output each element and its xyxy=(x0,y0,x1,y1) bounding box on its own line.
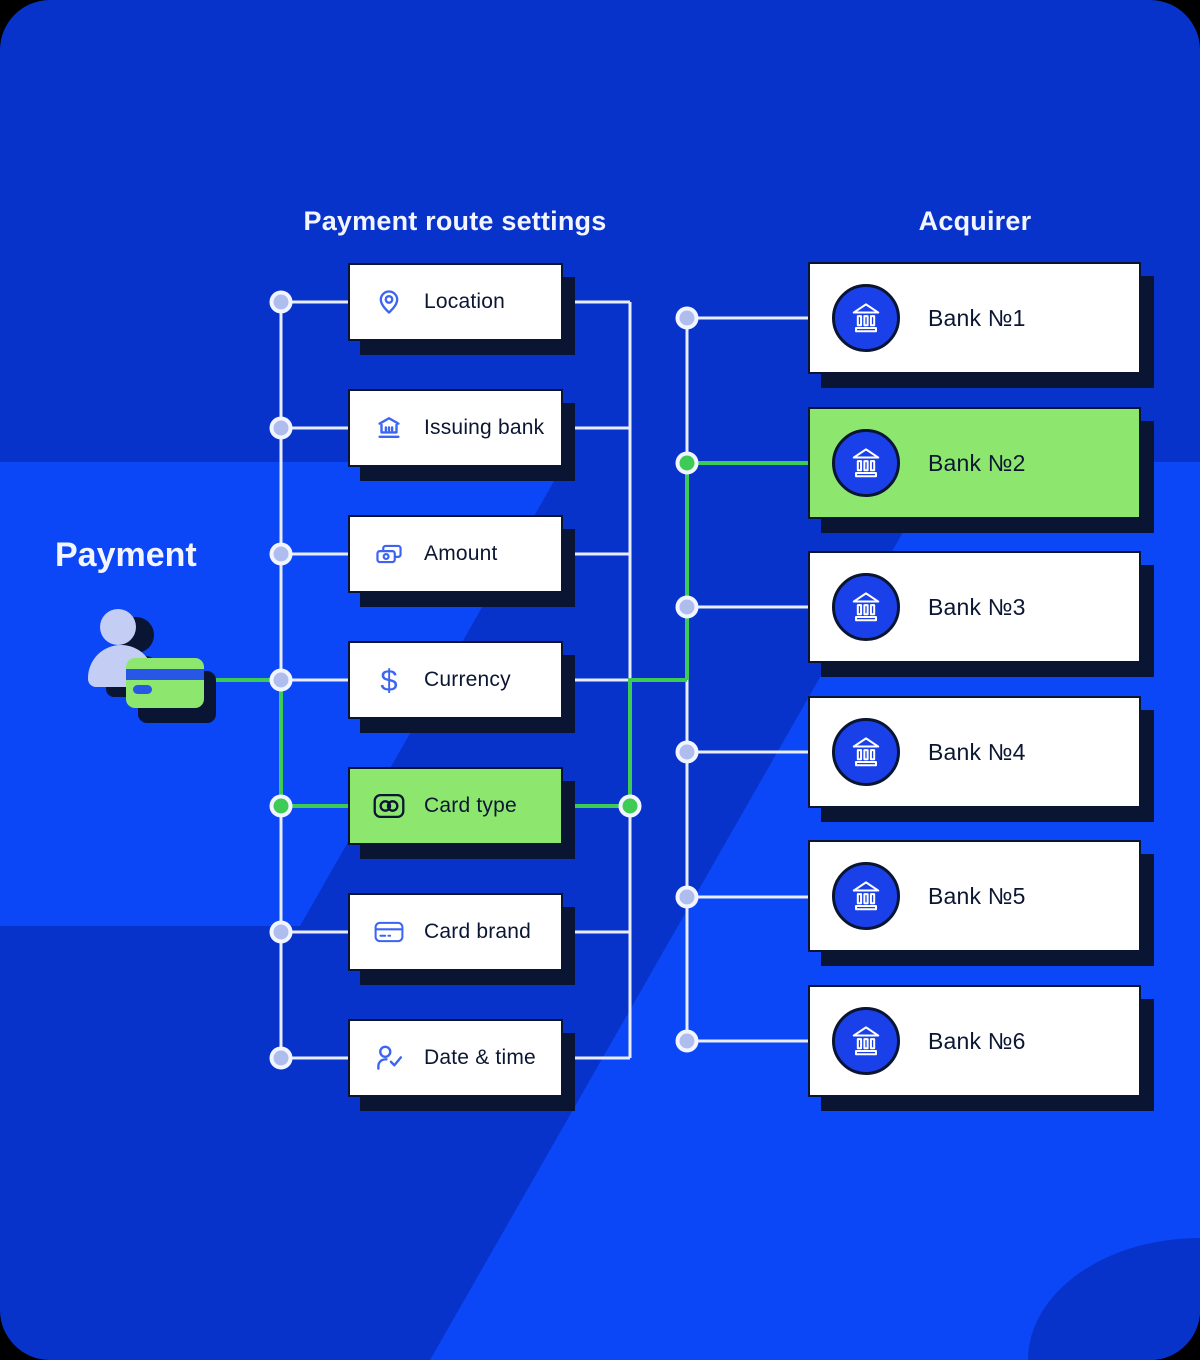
bank-icon xyxy=(832,573,900,641)
node-date-time xyxy=(269,1046,293,1070)
highlighted-route-line xyxy=(203,461,808,808)
node-bank-5 xyxy=(675,885,699,909)
settings-column-title: Payment route settings xyxy=(303,206,607,236)
node-amount xyxy=(269,542,293,566)
credit-card-icon xyxy=(372,915,406,949)
person-head xyxy=(100,609,136,645)
settings-box-location: Location xyxy=(348,263,563,341)
bank-box-label: Bank №3 xyxy=(928,593,1026,620)
card-circles-icon xyxy=(372,789,406,823)
bank-icon xyxy=(832,1007,900,1075)
bank-box-5: Bank №5 xyxy=(808,840,1141,952)
settings-box-label: Card brand xyxy=(424,920,532,943)
node-bank-6 xyxy=(675,1029,699,1053)
bank-building-icon xyxy=(372,411,406,445)
node-card-brand xyxy=(269,920,293,944)
bank-box-2: Bank №2 xyxy=(808,407,1141,519)
node-bank-1 xyxy=(675,306,699,330)
card-chip xyxy=(133,685,152,694)
node-card-type-left xyxy=(269,794,293,818)
settings-box-currency: $ Currency xyxy=(348,641,563,719)
banknotes-icon xyxy=(372,537,406,571)
node-bank-3 xyxy=(675,595,699,619)
settings-box-label: Card type xyxy=(424,794,517,817)
bank-box-label: Bank №5 xyxy=(928,882,1026,909)
settings-box-amount: Amount xyxy=(348,515,563,593)
bank-box-4: Bank №4 xyxy=(808,696,1141,808)
dollar-sign-icon: $ xyxy=(380,662,398,698)
settings-box-label: Issuing bank xyxy=(424,416,545,439)
node-card-type-right xyxy=(618,794,642,818)
settings-box-label: Date & time xyxy=(424,1046,536,1069)
node-currency xyxy=(269,668,293,692)
bank-box-label: Bank №1 xyxy=(928,304,1026,331)
node-bank-4 xyxy=(675,740,699,764)
settings-box-card-type: Card type xyxy=(348,767,563,845)
bank-icon xyxy=(832,718,900,786)
bank-box-6: Bank №6 xyxy=(808,985,1141,1097)
bank-icon xyxy=(832,862,900,930)
bank-icon xyxy=(832,284,900,352)
settings-box-label: Location xyxy=(424,290,505,313)
settings-box-label: Currency xyxy=(424,668,511,691)
bank-box-3: Bank №3 xyxy=(808,551,1141,663)
settings-box-date-time: Date & time xyxy=(348,1019,563,1097)
settings-box-label: Amount xyxy=(424,542,498,565)
card-stripe xyxy=(126,669,204,680)
credit-card-illustration xyxy=(126,658,204,708)
bank-box-label: Bank №2 xyxy=(928,449,1026,476)
location-pin-icon xyxy=(372,285,406,319)
bank-icon xyxy=(832,429,900,497)
bank-box-label: Bank №6 xyxy=(928,1027,1026,1054)
settings-box-issuing-bank: Issuing bank xyxy=(348,389,563,467)
payer-illustration xyxy=(80,595,240,723)
acquirer-column-title: Acquirer xyxy=(918,206,1032,236)
bank-box-label: Bank №4 xyxy=(928,738,1026,765)
node-bank-2 xyxy=(675,451,699,475)
bank-box-1: Bank №1 xyxy=(808,262,1141,374)
settings-box-card-brand: Card brand xyxy=(348,893,563,971)
payment-label: Payment xyxy=(55,536,197,574)
user-check-icon xyxy=(372,1041,406,1075)
node-issuing-bank xyxy=(269,416,293,440)
node-location xyxy=(269,290,293,314)
